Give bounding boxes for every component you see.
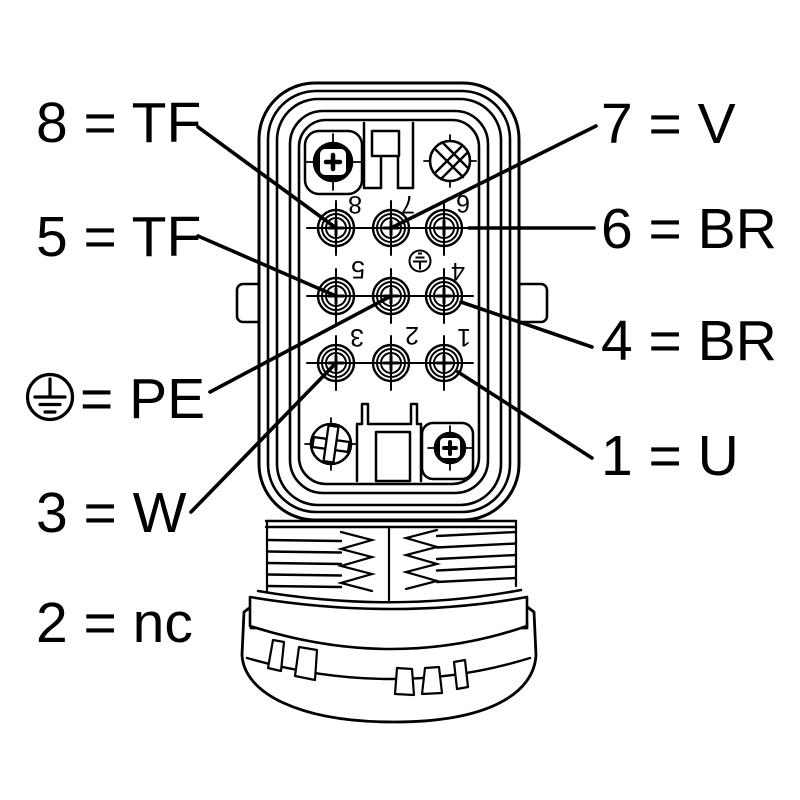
threaded-neck	[256, 519, 523, 604]
pin-5-mark: 5	[351, 255, 365, 283]
screw-top-left-icon	[304, 133, 362, 191]
leader-pin3	[189, 361, 338, 514]
pin-6-mark: 6	[456, 189, 470, 217]
right-latch-tab	[514, 282, 549, 324]
callout-pin6: 6 = BR	[601, 197, 777, 261]
pin-2-mark: 2	[405, 321, 419, 349]
screw-bottom-left-icon	[304, 417, 358, 471]
callout-pin5: 5 = TF	[36, 205, 201, 269]
callout-pin1: 1 = U	[601, 424, 739, 488]
engraved-pin-numbers: 8 7 6 5 4 3 2 1	[348, 189, 471, 351]
pin-2	[371, 335, 411, 391]
pin-3-mark: 3	[350, 323, 364, 351]
engraved-earth-mark	[408, 249, 432, 273]
leader-pin8	[196, 125, 338, 230]
leader-pin7	[389, 124, 598, 230]
screw-top-right-icon	[423, 134, 477, 188]
protective-earth-icon	[25, 372, 75, 422]
gland-collar	[248, 595, 529, 651]
pin-1-mark: 1	[457, 323, 471, 351]
housing-outline-5	[297, 118, 481, 486]
pin-1	[424, 335, 464, 391]
pin-6	[424, 200, 464, 256]
gland-knurl-lugs	[266, 638, 470, 697]
pin-7-mark: 7	[401, 190, 415, 218]
pin-8	[316, 200, 356, 256]
thread-zigzag-left	[336, 530, 377, 593]
pin-8-mark: 8	[348, 190, 362, 218]
screw-bottom-right-icon	[427, 425, 473, 471]
gland-band-edge	[245, 656, 532, 681]
leader-lines	[189, 124, 598, 514]
callout-pin4: 4 = BR	[601, 309, 777, 373]
callout-pin2: 2 = nc	[36, 591, 193, 655]
thread-zigzag-right	[401, 528, 442, 591]
callout-pinPE: = PE	[80, 367, 205, 431]
callout-labels: 8 = TF 5 = TF = PE 3 = W 2 = nc 7 = V 6 …	[25, 91, 777, 655]
callout-pin7: 7 = V	[601, 92, 736, 156]
housing-outline-3	[275, 97, 503, 507]
connector-face	[235, 81, 549, 522]
cable-gland	[240, 595, 538, 724]
callout-pin3: 3 = W	[36, 481, 187, 545]
callout-pin8: 8 = TF	[36, 91, 201, 155]
leader-pin5	[196, 234, 338, 298]
leader-pin4	[459, 300, 594, 349]
pin-4-mark: 4	[451, 257, 465, 285]
pin-3	[316, 335, 356, 391]
housing-outline-2	[266, 89, 512, 514]
housing-outline-4	[288, 109, 490, 495]
leader-pinPE	[208, 294, 393, 394]
leader-pin1	[456, 370, 594, 460]
pin-4	[424, 268, 464, 324]
pin-grid	[306, 200, 474, 391]
bottom-keying	[355, 402, 475, 483]
